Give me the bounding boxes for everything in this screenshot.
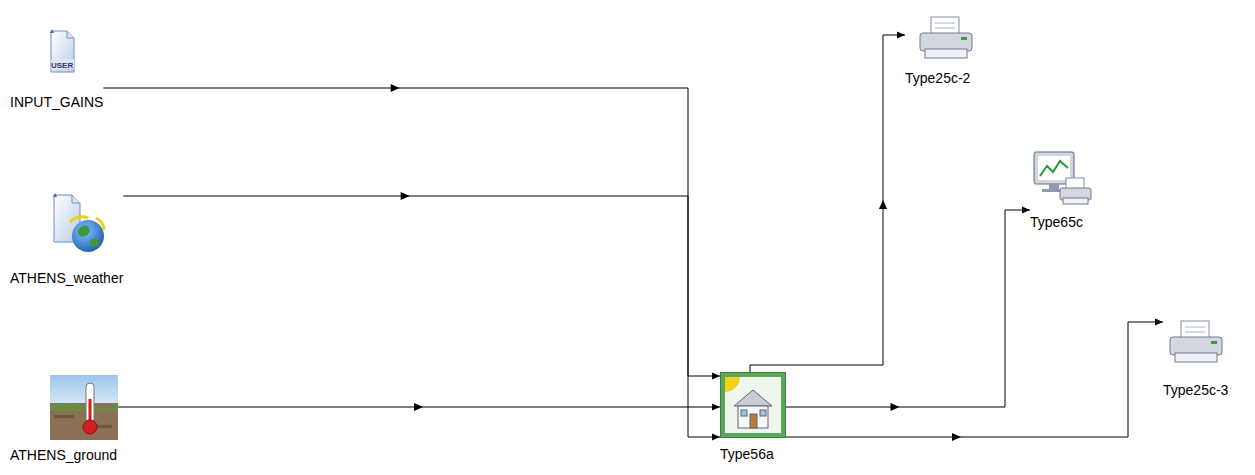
- component-icon: [48, 192, 108, 254]
- link-line: [103, 88, 720, 437]
- link-line: [786, 210, 1030, 407]
- link-connector: [103, 84, 720, 441]
- component-label: Type56a: [720, 446, 786, 463]
- component-label: ATHENS_ground: [10, 447, 118, 464]
- arrow-head: [891, 403, 900, 411]
- component-label: ATHENS_weather: [10, 270, 123, 287]
- component-label: Type65c: [1030, 214, 1092, 231]
- link-line: [750, 35, 905, 372]
- component-label: Type25c-3: [1163, 382, 1228, 399]
- component-icon: [720, 372, 786, 438]
- component-icon: [917, 16, 975, 60]
- link-connector: [123, 192, 720, 380]
- arrow-head: [712, 433, 720, 440]
- component-icon: [50, 375, 118, 440]
- arrow-head: [952, 433, 961, 441]
- trnsys-component: ATHENS_ground: [10, 375, 118, 464]
- arrow-head: [712, 372, 720, 379]
- arrow-head: [1155, 318, 1163, 325]
- arrow-head: [391, 84, 400, 92]
- trnsys-component: ATHENS_weather: [10, 192, 123, 287]
- link-line: [123, 196, 720, 376]
- arrow-head: [897, 31, 905, 38]
- link-connector: [786, 318, 1163, 441]
- component-icon: [1032, 150, 1092, 206]
- link-line: [786, 322, 1163, 437]
- component-label: Type25c-2: [905, 70, 975, 87]
- trnsys-component: Type25c-3: [1163, 320, 1228, 399]
- trnsys-component: Type65c: [1030, 150, 1092, 231]
- link-connector: [786, 206, 1030, 411]
- arrow-head: [712, 403, 720, 410]
- icon-lettering: USER: [51, 61, 73, 70]
- arrow-head: [401, 192, 410, 200]
- arrow-head: [1022, 206, 1030, 213]
- arrow-head: [879, 200, 887, 209]
- arrow-head: [414, 403, 423, 411]
- link-connector: [750, 31, 905, 372]
- component-icon: [1167, 320, 1225, 364]
- link-connector: [118, 403, 720, 411]
- trnsys-component: Type56a: [720, 372, 786, 463]
- component-label: INPUT_GAINS: [10, 94, 103, 111]
- trnsys-component: Type25c-2: [905, 16, 975, 87]
